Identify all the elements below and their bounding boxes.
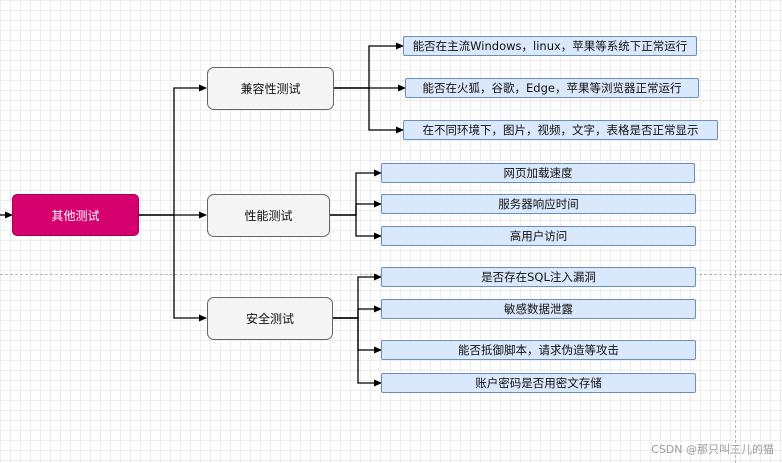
edge-sec-3 — [333, 317, 382, 354]
edge-sec-1 — [333, 273, 382, 319]
leaf-label: 高用户访问 — [509, 229, 568, 243]
edge-perf-2 — [330, 200, 382, 216]
leaf-node[interactable]: 能否在火狐，谷歌，Edge，苹果等浏览器正常运行 — [405, 78, 699, 98]
leaf-node[interactable]: 网页加载速度 — [381, 163, 695, 183]
category-node-compatibility[interactable]: 兼容性测试 — [207, 67, 334, 110]
leaf-label: 敏感数据泄露 — [504, 302, 573, 316]
category-node-performance[interactable]: 性能测试 — [207, 194, 330, 237]
leaf-label: 能否抵御脚本，请求伪造等攻击 — [458, 343, 619, 357]
root-label: 其他测试 — [51, 208, 100, 223]
leaf-label: 在不同环境下，图片，视频，文字，表格是否正常显示 — [422, 123, 699, 137]
leaf-node[interactable]: 敏感数据泄露 — [381, 299, 696, 319]
watermark: CSDN @那只叫三儿的猫 — [651, 443, 774, 456]
leaf-label: 服务器响应时间 — [498, 197, 579, 211]
leaf-label: 是否存在SQL注入漏洞 — [481, 270, 596, 284]
leaf-label: 能否在主流Windows，linux，苹果等系统下正常运行 — [412, 39, 688, 53]
leaf-node[interactable]: 能否在主流Windows，linux，苹果等系统下正常运行 — [403, 36, 697, 56]
leaf-node[interactable]: 在不同环境下，图片，视频，文字，表格是否正常显示 — [403, 120, 718, 140]
edge-root-compat — [139, 84, 207, 216]
category-label: 安全测试 — [245, 312, 294, 326]
leaf-label: 账户密码是否用密文存储 — [475, 376, 602, 390]
category-label: 性能测试 — [244, 209, 293, 223]
leaf-node[interactable]: 是否存在SQL注入漏洞 — [381, 267, 696, 287]
leaf-node[interactable]: 高用户访问 — [381, 226, 696, 246]
edge-perf-3 — [330, 214, 382, 240]
edge-compat-3 — [334, 87, 404, 134]
leaf-node[interactable]: 服务器响应时间 — [381, 194, 696, 214]
category-label: 兼容性测试 — [240, 82, 301, 96]
leaf-label: 能否在火狐，谷歌，Edge，苹果等浏览器正常运行 — [422, 81, 682, 95]
edge-sec-4 — [333, 317, 382, 387]
leaf-label: 网页加载速度 — [503, 166, 573, 180]
edge-compat-1 — [334, 42, 404, 89]
edge-root-security — [139, 214, 207, 322]
edge-sec-2 — [333, 305, 382, 319]
category-node-security[interactable]: 安全测试 — [207, 297, 333, 340]
root-node[interactable]: 其他测试 — [12, 194, 139, 236]
leaf-node[interactable]: 账户密码是否用密文存储 — [381, 373, 696, 393]
leaf-node[interactable]: 能否抵御脚本，请求伪造等攻击 — [381, 340, 696, 360]
page-break-vertical — [735, 0, 736, 463]
